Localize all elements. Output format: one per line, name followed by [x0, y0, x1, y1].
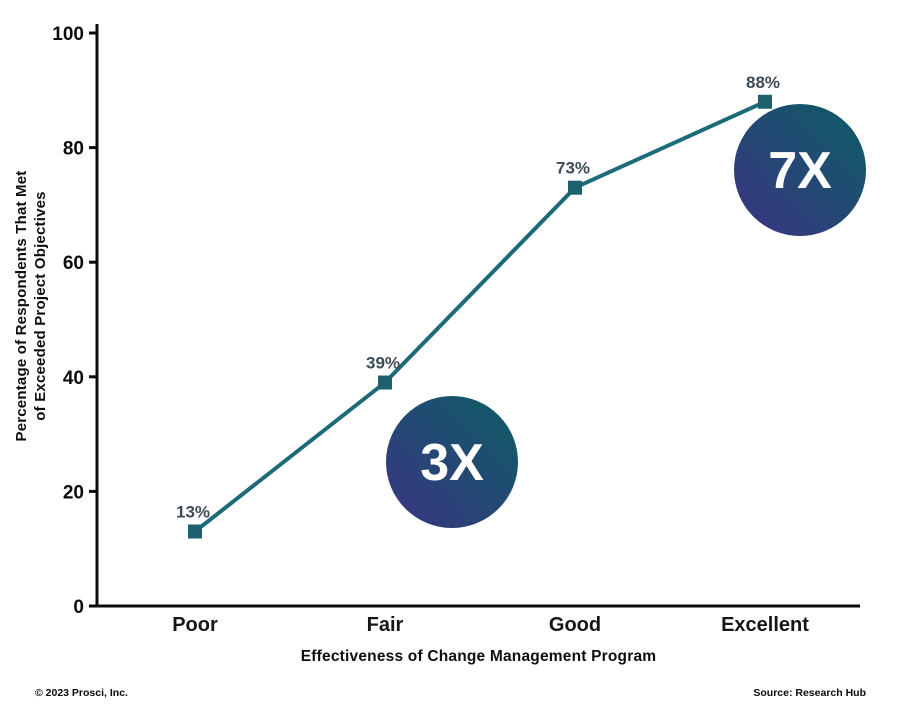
x-category-label: Poor	[172, 614, 218, 636]
y-tick-label: 60	[63, 253, 84, 274]
x-category-label: Good	[549, 614, 601, 636]
x-axis-title: Effectiveness of Change Management Progr…	[300, 648, 657, 665]
y-tick-label: 40	[63, 368, 84, 389]
data-point-label: 39%	[366, 354, 400, 373]
copyright-text: © 2023 Prosci, Inc.	[35, 687, 128, 699]
data-point-marker	[378, 375, 392, 390]
x-category-label: Excellent	[721, 614, 809, 636]
multiplier-badge-3x-label: 3X	[420, 434, 484, 492]
data-point-label: 88%	[746, 73, 780, 92]
data-point-marker	[758, 94, 772, 109]
y-axis-title-line2: of Exceeded Project Objectives	[32, 191, 49, 421]
y-tick-label: 100	[52, 24, 84, 45]
data-point-marker	[188, 524, 202, 539]
y-tick-label: 0	[73, 597, 84, 618]
y-tick-label: 80	[63, 139, 84, 160]
multiplier-badge-3x	[386, 396, 518, 528]
multiplier-badge-7x	[734, 104, 866, 236]
data-line	[193, 99, 766, 534]
source-text: Source: Research Hub	[753, 687, 866, 699]
x-category-label: Fair	[367, 614, 404, 636]
y-axis-title: Percentage of Respondents That Met of Ex…	[12, 6, 52, 606]
y-tick-label: 20	[63, 482, 84, 503]
multiplier-badge-7x-label: 7X	[768, 142, 832, 200]
data-point-label: 73%	[556, 159, 590, 178]
data-point-marker	[568, 180, 582, 195]
data-point-label: 13%	[176, 503, 210, 522]
y-axis-title-line1: Percentage of Respondents That Met	[13, 170, 30, 442]
